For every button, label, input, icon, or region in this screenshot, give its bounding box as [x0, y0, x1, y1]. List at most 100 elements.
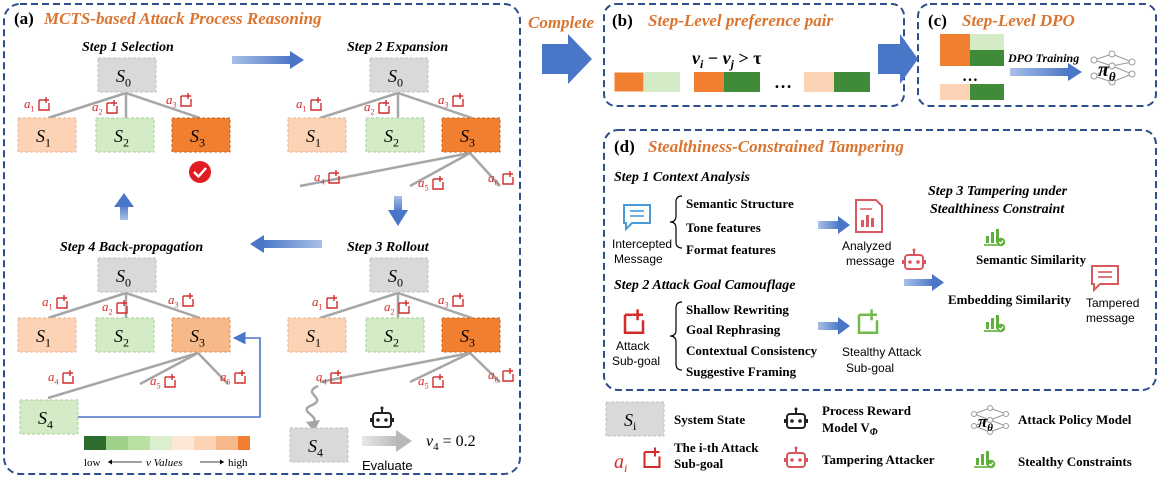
analyzed-line1: Analyzed — [842, 239, 891, 253]
policy-pi-theta: πθ — [1098, 59, 1116, 84]
node-label-s3: S3 — [460, 126, 475, 150]
legend-state-symbol: Si — [624, 410, 637, 433]
message-icon — [623, 204, 651, 232]
edge-label-a6: a6 — [220, 369, 231, 386]
panel-d-title: Stealthiness-Constrained Tampering — [648, 137, 904, 156]
subgoal-icon — [452, 92, 464, 107]
step4-node-s3 — [171, 317, 231, 353]
evaluate-arrow — [362, 436, 398, 446]
panel-a-label: (a) — [14, 9, 34, 28]
step3-node-s0 — [369, 257, 429, 293]
node-label-s2: S2 — [114, 126, 129, 150]
stealthy-subgoal-line2: Sub-goal — [846, 361, 894, 375]
analyzed-doc-icon — [855, 199, 883, 233]
value-scale: low v Values high — [84, 436, 250, 469]
panel-d-label: (d) — [614, 137, 635, 156]
rollout-squiggle — [305, 384, 319, 425]
legend-prm-line1: Process Reward — [822, 403, 912, 418]
subgoal-icon — [56, 294, 68, 309]
node-label-s0: S0 — [388, 66, 403, 90]
legend-prm-line2: Model VΦ — [822, 420, 878, 438]
step1-selection-title: Step 1 Selection — [82, 40, 174, 55]
edge-label-a3: a3 — [438, 92, 449, 109]
panel-a-border — [3, 3, 521, 475]
step2-node-s1 — [287, 117, 347, 153]
node-label-s2: S2 — [384, 126, 399, 150]
edge-label-a2: a2 — [384, 299, 395, 316]
camouflage-item-rephrasing: Goal Rephrasing — [686, 322, 781, 337]
embedding-bars-icon — [983, 314, 1007, 334]
subgoal-icon — [38, 96, 50, 111]
arrow-step4-to-step1 — [114, 193, 134, 220]
stealthy-subgoal-icon — [857, 308, 879, 335]
legend-stealthy: Stealthy Constraints — [1018, 454, 1132, 469]
legend-policy-icon — [971, 405, 1009, 435]
panel-c-title: Step-Level DPO — [962, 11, 1075, 30]
legend-subgoal-icon — [643, 446, 661, 469]
edge-label-a3: a3 — [168, 292, 179, 309]
node-label-s3: S3 — [190, 326, 205, 350]
arrow-to-analyzed — [818, 216, 850, 234]
step1-node-s3 — [171, 117, 231, 153]
arrow-to-stealthy — [818, 317, 850, 335]
arrow-step3-to-step4 — [250, 235, 322, 253]
subgoal-icon — [432, 175, 444, 190]
evaluate-label: Evaluate — [362, 458, 413, 473]
context-item-tone: Tone features — [686, 220, 761, 235]
panel-b-title: Step-Level preference pair — [648, 11, 833, 30]
edge-label-a1: a1 — [24, 96, 35, 113]
legend-state-box — [605, 401, 665, 437]
step3-node-s4 — [289, 427, 349, 463]
edge-label-a2: a2 — [92, 99, 103, 116]
step3-rollout-title: Step 3 Rollout — [347, 240, 430, 255]
preference-pairs — [613, 71, 870, 93]
legend-policy-symbol: πθ — [978, 412, 993, 434]
camouflage-brace — [669, 301, 683, 371]
preference-formula: vi − vj > τ — [692, 48, 762, 71]
legend-policy: Attack Policy Model — [1018, 412, 1132, 427]
node-label-s1: S1 — [36, 126, 51, 150]
robot-icon — [370, 405, 394, 428]
dpo-data-stack — [940, 34, 1004, 100]
context-item-semantic: Semantic Structure — [686, 196, 794, 211]
arrow-to-similarity — [904, 274, 944, 291]
subgoal-icon — [502, 367, 514, 382]
step1-node-s1 — [17, 117, 77, 153]
node-label-s1: S1 — [306, 126, 321, 150]
node-label-s4: S4 — [308, 436, 323, 460]
arrow-step2-to-step3 — [388, 196, 408, 226]
scale-mid-label: v Values — [146, 457, 182, 469]
subgoal-icon — [180, 92, 192, 107]
subgoal-icon — [398, 299, 410, 314]
edge-label-a1: a1 — [312, 294, 323, 311]
tampered-line1: Tampered — [1086, 296, 1139, 310]
dpo-dots: … — [962, 68, 978, 85]
node-label-s2: S2 — [384, 326, 399, 350]
step4-node-s2 — [95, 317, 155, 353]
d-step3-title-line2: Stealthiness Constraint — [930, 202, 1065, 217]
complete-label: Complete — [528, 13, 595, 32]
legend-subgoal-symbol: ai — [614, 451, 627, 475]
stealthy-subgoal-line1: Stealthy Attack — [842, 345, 922, 359]
node-label-s3: S3 — [190, 126, 205, 150]
step3-tree — [287, 257, 501, 463]
v4-value: v4 = 0.2 — [426, 433, 476, 453]
step1-tree — [17, 57, 231, 183]
policy-model-icon — [1090, 50, 1136, 86]
edge-label-a4: a4 — [48, 369, 59, 386]
node-label-s1: S1 — [36, 326, 51, 350]
context-item-format: Format features — [686, 242, 776, 257]
step3-node-s3 — [441, 317, 501, 353]
context-brace — [669, 195, 683, 249]
pair-dots: … — [774, 72, 792, 92]
semantic-similarity-label: Semantic Similarity — [976, 252, 1087, 267]
step4-node-s4 — [19, 399, 79, 435]
semantic-bars-icon — [983, 228, 1007, 247]
node-label-s3: S3 — [460, 326, 475, 350]
step2-node-s2 — [365, 117, 425, 153]
edge-label-a1: a1 — [296, 96, 307, 113]
step3-node-s1 — [287, 317, 347, 353]
panel-b-label: (b) — [612, 11, 633, 30]
legend-prm-icon — [784, 406, 808, 429]
